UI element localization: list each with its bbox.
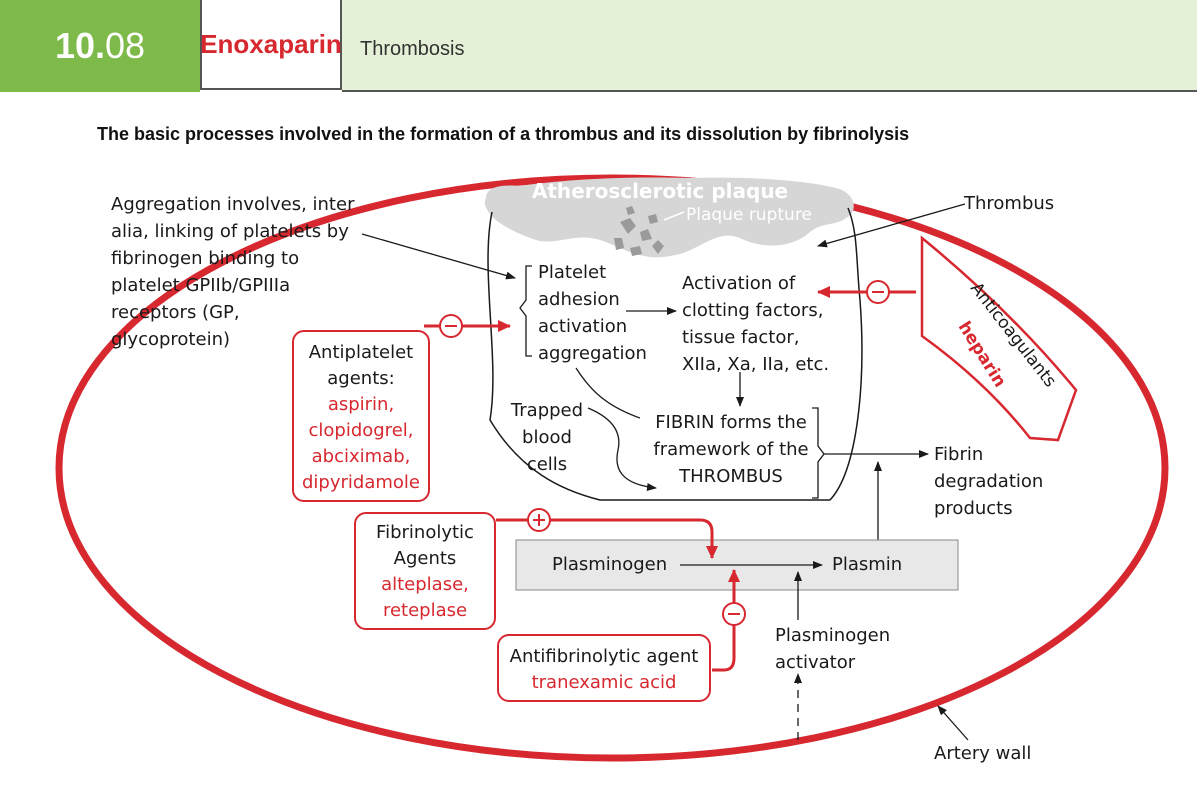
section-number-major: 10.: [54, 25, 105, 66]
anticoagulant-minus-sign: [866, 280, 890, 304]
thrombus-label: Thrombus: [964, 193, 1055, 214]
antifibrinolytic-minus-sign: [722, 602, 746, 626]
artery-wall-label: Artery wall: [934, 743, 1032, 764]
page-header: 10.08 Enoxaparin Thrombosis: [0, 0, 1197, 92]
plasminogen-label: Plasminogen: [552, 554, 668, 575]
plaque-debris: [614, 206, 664, 256]
antiplatelet-minus-sign: [439, 314, 463, 338]
artery-wall-ellipse: [55, 174, 1169, 762]
anticoagulants-wedge: [920, 235, 1078, 442]
plaque-title: Atherosclerotic plaque: [532, 179, 788, 203]
drug-title: Enoxaparin: [200, 0, 342, 90]
section-number: 10.08: [0, 0, 200, 92]
plaque-rupture-label: Plaque rupture: [686, 205, 812, 225]
antifibrinolytic-agent-box: Antifibrinolytic agent tranexamic acid: [497, 634, 711, 702]
plasmin-label: Plasmin: [832, 554, 903, 575]
topic-title: Thrombosis: [342, 0, 1197, 92]
fibrinolytic-plus-sign: [527, 508, 551, 532]
section-number-minor: 08: [105, 25, 146, 66]
figure-title: The basic processes involved in the form…: [97, 124, 910, 144]
